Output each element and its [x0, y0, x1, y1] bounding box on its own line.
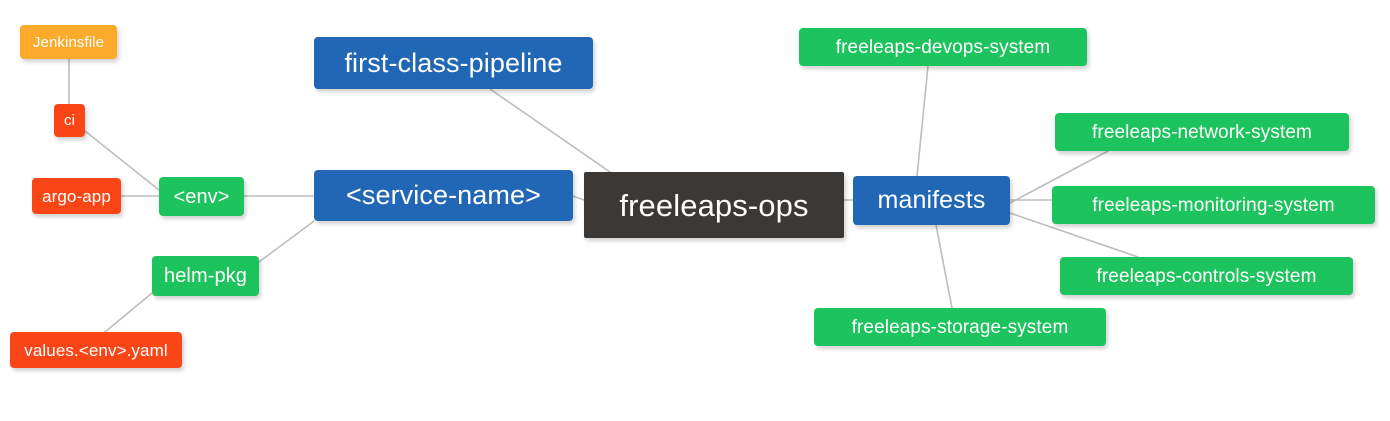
node-servicename[interactable]: <service-name>	[314, 170, 573, 221]
edge-helmpkg-to-valuesyaml	[104, 292, 153, 333]
node-monitoring[interactable]: freeleaps-monitoring-system	[1052, 186, 1375, 224]
node-network[interactable]: freeleaps-network-system	[1055, 113, 1349, 151]
node-env[interactable]: <env>	[159, 177, 244, 216]
edge-manifests-to-devops	[916, 65, 929, 177]
node-manifests[interactable]: manifests	[853, 176, 1010, 225]
edge-servicename-to-helmpkg	[258, 220, 315, 263]
node-jenkinsfile[interactable]: Jenkinsfile	[20, 25, 117, 59]
edge-servicename-to-root	[572, 195, 585, 201]
node-devops[interactable]: freeleaps-devops-system	[799, 28, 1087, 66]
node-ci[interactable]: ci	[54, 104, 85, 137]
node-helmpkg[interactable]: helm-pkg	[152, 256, 259, 296]
edge-pipeline-to-root	[489, 88, 611, 173]
node-argoapp[interactable]: argo-app	[32, 178, 121, 214]
node-controls[interactable]: freeleaps-controls-system	[1060, 257, 1353, 295]
node-valuesyaml[interactable]: values.<env>.yaml	[10, 332, 182, 368]
edge-manifests-to-storage	[935, 224, 953, 309]
node-pipeline[interactable]: first-class-pipeline	[314, 37, 593, 89]
node-storage[interactable]: freeleaps-storage-system	[814, 308, 1106, 346]
node-root[interactable]: freeleaps-ops	[584, 172, 844, 238]
